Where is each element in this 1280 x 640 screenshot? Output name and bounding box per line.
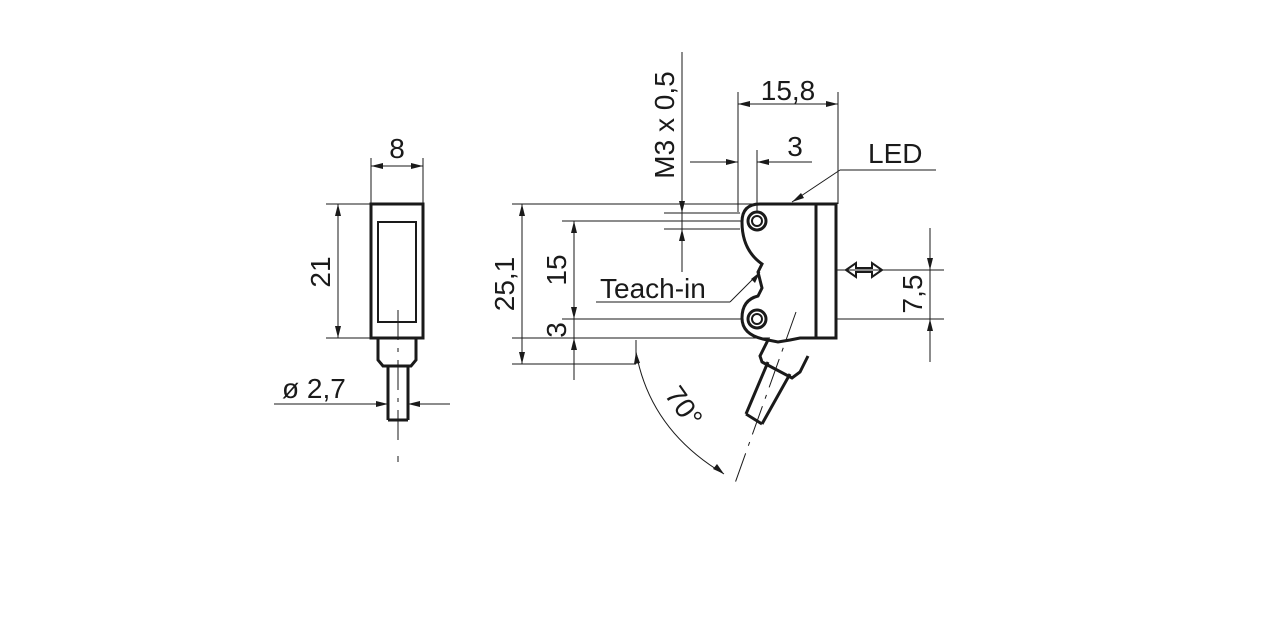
optical-axis-label: 7,5 (897, 275, 928, 314)
front-cable-gland (376, 338, 418, 368)
led-label: LED (868, 138, 922, 169)
side-cable (744, 361, 792, 426)
double-arrow-icon (844, 261, 884, 279)
side-height-label: 25,1 (489, 257, 520, 312)
front-width-label: 8 (389, 133, 405, 164)
cable-diameter-label: ø 2,7 (282, 373, 346, 404)
hole-spacing-label: 15 (541, 254, 572, 285)
angle-arc (635, 351, 725, 475)
cable-angle-label: 70° (659, 380, 709, 432)
side-view: 15,8 3 M3 x 0,5 LED 25,1 15 (489, 52, 944, 487)
hole-bottom-label: 3 (541, 322, 572, 338)
thread-label: M3 x 0,5 (649, 71, 680, 178)
hole-offset-label: 3 (787, 131, 803, 162)
mounting-hole-top (746, 210, 768, 232)
front-view: 8 21 ø 2,7 (274, 133, 450, 462)
teach-in-label: Teach-in (600, 273, 706, 304)
side-cable-gland (758, 339, 810, 380)
front-window (377, 221, 417, 323)
mounting-hole-bottom (746, 308, 768, 330)
side-length-label: 15,8 (761, 75, 816, 106)
front-height-label: 21 (305, 256, 336, 287)
side-housing (740, 202, 838, 344)
front-housing (369, 202, 425, 340)
